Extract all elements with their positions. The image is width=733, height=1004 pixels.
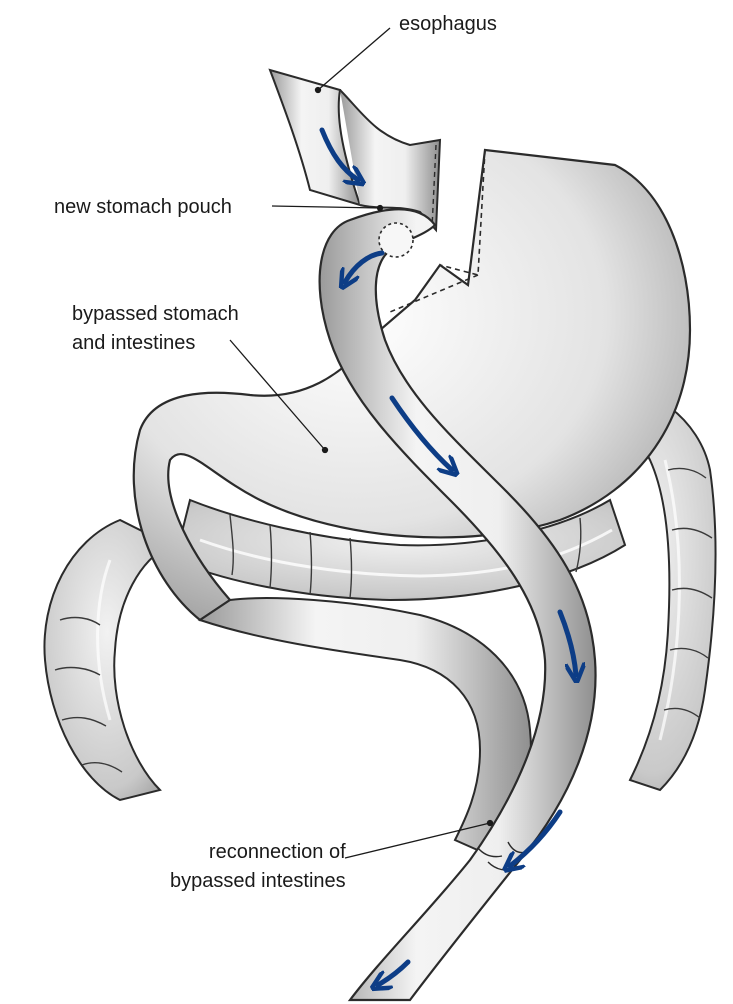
reconnection-label-line2: bypassed intestines: [170, 867, 346, 896]
bypassed-intestine: [200, 598, 531, 860]
bypassed-stomach-label-line2: and intestines: [72, 329, 239, 358]
new-stomach-pouch-label: new stomach pouch: [54, 193, 232, 222]
leader-esophagus: [318, 28, 390, 90]
bypassed-stomach-label: bypassed stomach and intestines: [72, 300, 239, 358]
reconnection-label-line1: reconnection of: [170, 838, 346, 867]
new-stomach-pouch-label-text: new stomach pouch: [54, 193, 232, 222]
esophagus-label: esophagus: [399, 10, 497, 39]
reconnection-label: reconnection of bypassed intestines: [170, 838, 346, 896]
bypassed-stomach-label-line1: bypassed stomach: [72, 300, 239, 329]
esophagus-label-text: esophagus: [399, 10, 497, 39]
